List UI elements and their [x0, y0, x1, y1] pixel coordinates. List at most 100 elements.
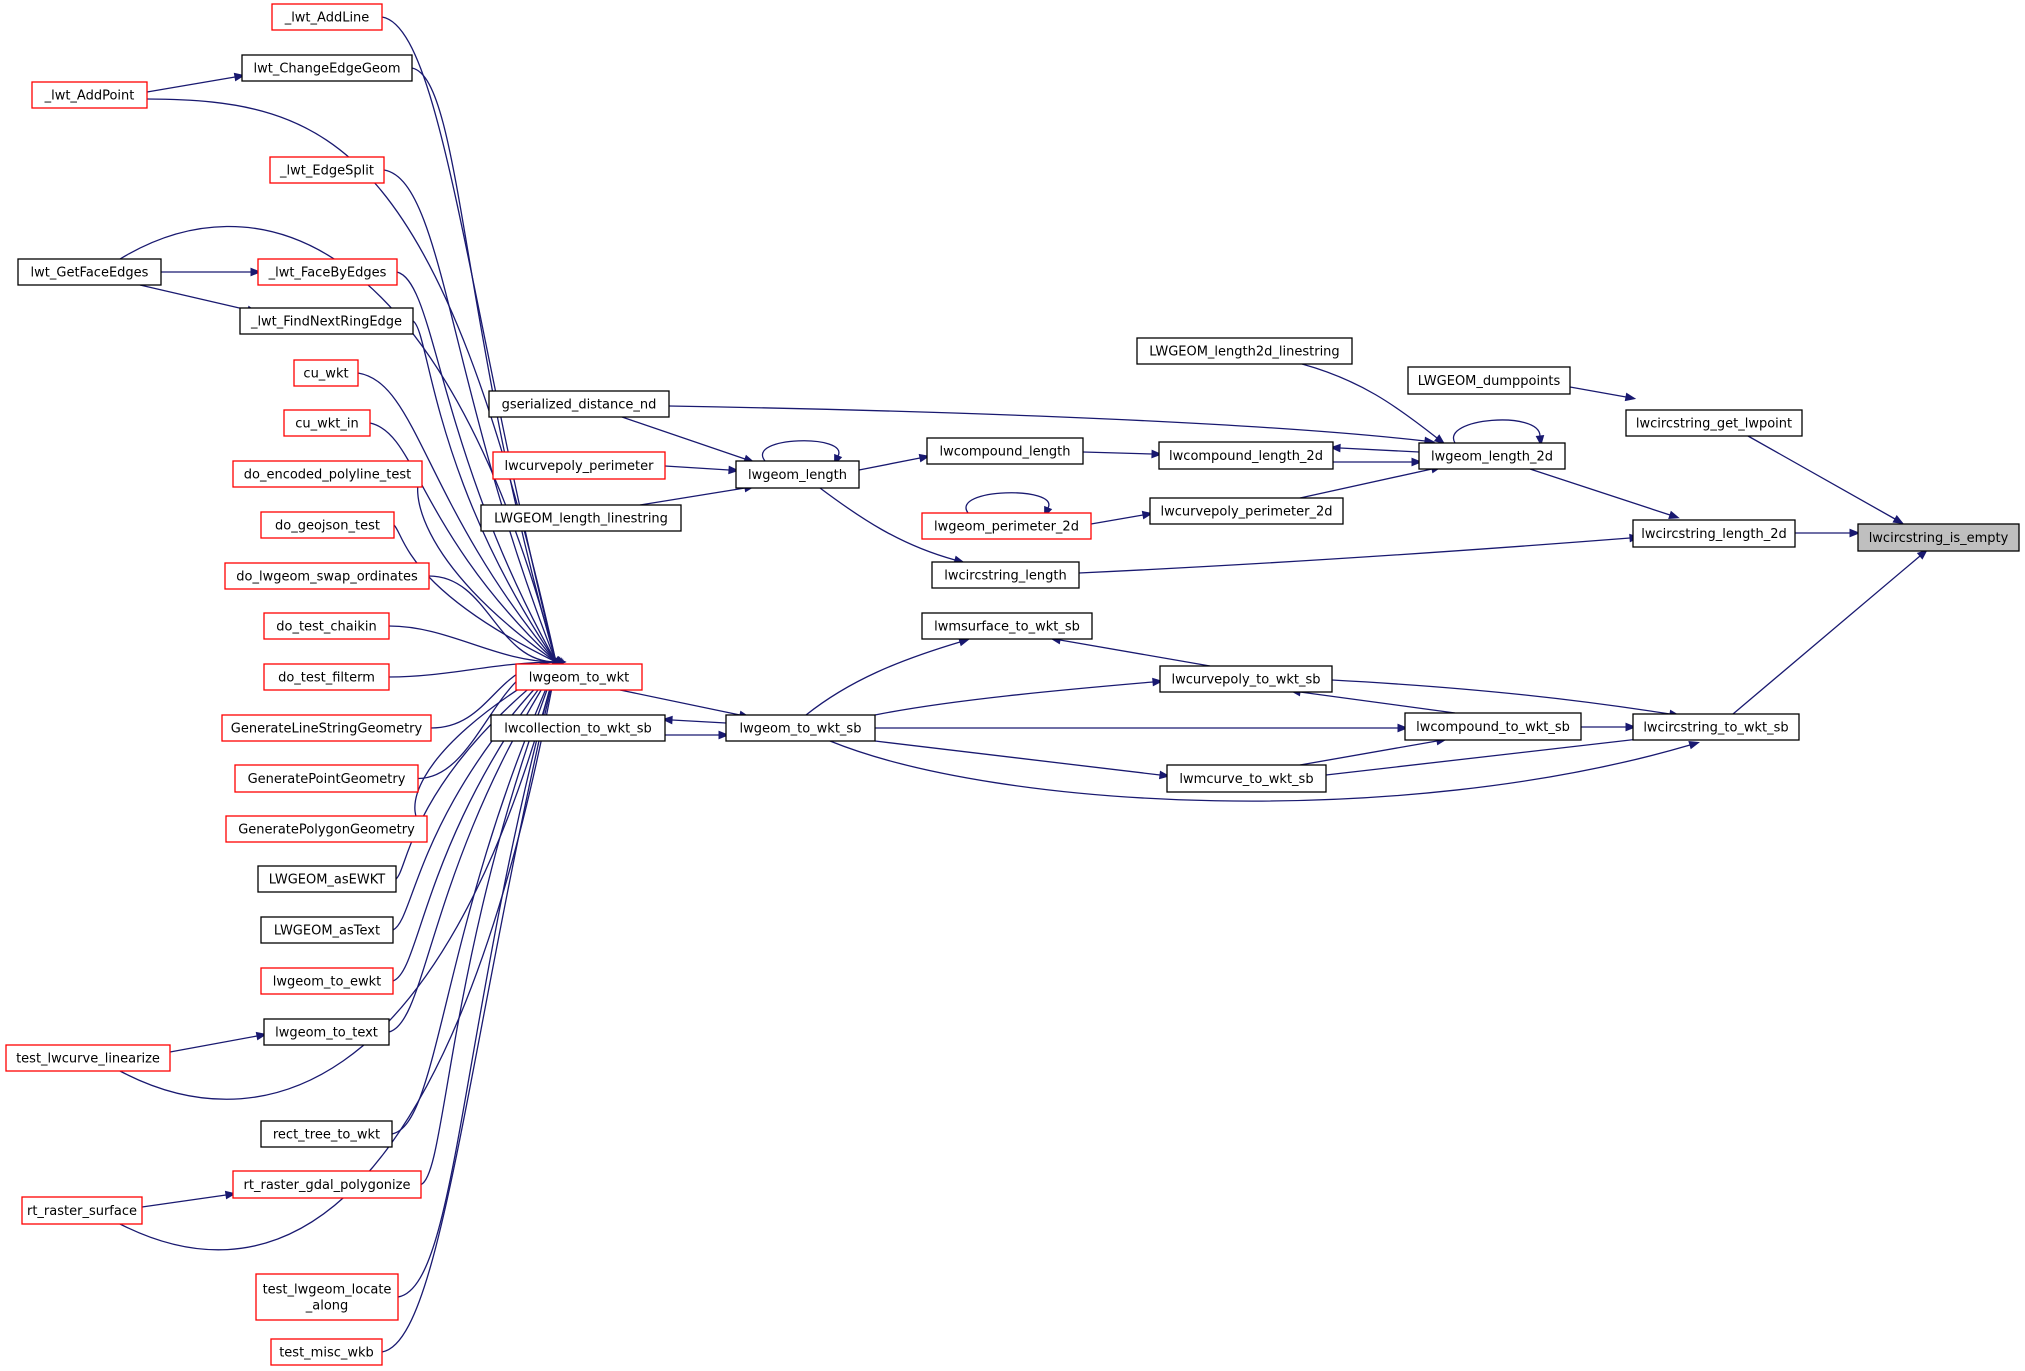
- edge-line: [1299, 468, 1433, 499]
- edge-n_curvepoly_wkt-to-n_msurface: [1049, 635, 1211, 667]
- node-box: [234, 764, 419, 793]
- node-label: LWGEOM_length2d_linestring: [1149, 345, 1339, 360]
- edge-arrowhead: [1916, 549, 1928, 560]
- edge-c_locate-to-n_geom_wkt: [397, 656, 561, 1298]
- node-label: rect_tree_to_wkt: [273, 1128, 380, 1143]
- edge-line: [412, 320, 557, 663]
- edge-line: [141, 1194, 227, 1208]
- node-c_linearize[interactable]: test_lwcurve_linearize: [5, 1044, 171, 1072]
- node-c_geojson[interactable]: do_geojson_test: [260, 511, 395, 539]
- edge-arrowhead: [1535, 435, 1545, 447]
- edge-c_miscwkb-to-n_geom_wkt: [381, 655, 561, 1353]
- node-c_polygonize[interactable]: rt_raster_gdal_polygonize: [232, 1170, 422, 1199]
- node-n_circ_to_wkt_sb[interactable]: lwcircstring_to_wkt_sb: [1632, 713, 1800, 741]
- node-c_asewkt[interactable]: LWGEOM_asEWKT: [257, 865, 397, 893]
- node-c_astext[interactable]: LWGEOM_asText: [260, 916, 394, 944]
- edge-n_curvepoly_perim_2d-to-n_lwgeom_length_2d: [1299, 464, 1443, 499]
- node-c_getfaceedges[interactable]: lwt_GetFaceEdges: [17, 258, 162, 286]
- node-label: lwmsurface_to_wkt_sb: [934, 620, 1080, 635]
- node-n_dumppoints[interactable]: LWGEOM_dumppoints: [1407, 366, 1571, 395]
- node-label: lwgeom_perimeter_2d: [934, 520, 1079, 535]
- node-label: lwt_ChangeEdgeGeom: [253, 62, 400, 77]
- node-c_swap[interactable]: do_lwgeom_swap_ordinates: [224, 562, 430, 590]
- node-n_geom_wkt[interactable]: lwgeom_to_wkt: [515, 663, 643, 691]
- node-box: [735, 460, 860, 489]
- node-label: lwgeom_to_ewkt: [273, 975, 381, 990]
- edge-n_geom_wkt_sb-to-n_circ_to_wkt_sb: [829, 740, 1700, 802]
- node-n_perim_2d[interactable]: lwgeom_perimeter_2d: [921, 512, 1092, 540]
- node-box: [257, 258, 398, 286]
- edge-line: [1078, 537, 1631, 574]
- node-n_compound_wkt[interactable]: lwcompound_to_wkt_sb: [1404, 712, 1582, 741]
- node-box: [232, 1170, 422, 1199]
- node-n_gser_dist[interactable]: gserialized_distance_nd: [488, 390, 670, 418]
- edge-n_geom_wkt-to-n_geom_wkt_sb: [619, 689, 751, 720]
- node-c_addline[interactable]: _lwt_AddLine: [271, 3, 383, 31]
- node-box: [515, 663, 643, 691]
- node-label: GeneratePolygonGeometry: [238, 823, 415, 838]
- node-label: _lwt_AddPoint: [44, 89, 135, 104]
- node-c_filterm[interactable]: do_test_filterm: [263, 663, 390, 691]
- edge-arrowhead: [1849, 528, 1861, 538]
- node-label: lwcircstring_get_lwpoint: [1636, 417, 1792, 432]
- node-n_circ_length[interactable]: lwcircstring_length: [931, 561, 1080, 589]
- edge-line: [369, 422, 557, 663]
- node-n_mcurve_wkt[interactable]: lwmcurve_to_wkt_sb: [1166, 764, 1327, 793]
- node-c_genpt[interactable]: GeneratePointGeometry: [234, 764, 419, 793]
- node-n_length2d_ls[interactable]: LWGEOM_length2d_linestring: [1136, 337, 1353, 365]
- node-c_chaikin[interactable]: do_test_chaikin: [263, 612, 390, 640]
- node-c_cuwktin[interactable]: cu_wkt_in: [283, 409, 371, 437]
- edge-arrowhead: [1688, 740, 1700, 750]
- node-c_facebyedges[interactable]: _lwt_FaceByEdges: [257, 258, 398, 286]
- node-c_toewkt[interactable]: lwgeom_to_ewkt: [260, 967, 394, 995]
- node-c_genls[interactable]: GenerateLineStringGeometry: [221, 714, 432, 742]
- node-box: [5, 1044, 171, 1072]
- node-n_circ_length_2d[interactable]: lwcircstring_length_2d: [1632, 519, 1796, 548]
- node-label: _lwt_FaceByEdges: [268, 266, 387, 281]
- node-c_miscwkb[interactable]: test_misc_wkb: [270, 1338, 383, 1366]
- node-n_curvepoly_perim[interactable]: lwcurvepoly_perimeter: [492, 451, 666, 480]
- node-label: lwcurvepoly_perimeter: [505, 459, 655, 474]
- node-n_curvepoly_wkt[interactable]: lwcurvepoly_to_wkt_sb: [1159, 665, 1333, 693]
- node-label: lwcircstring_length_2d: [1641, 527, 1787, 542]
- node-c_locate[interactable]: test_lwgeom_locate_along: [255, 1273, 399, 1321]
- edge-line: [829, 740, 1691, 802]
- node-c_cuwkt[interactable]: cu_wkt: [293, 359, 359, 387]
- node-box: [260, 1120, 393, 1148]
- edge-arrowhead: [661, 715, 673, 725]
- node-n_curvepoly_perim_2d[interactable]: lwcurvepoly_perimeter_2d: [1149, 497, 1344, 525]
- node-box: [263, 663, 390, 691]
- node-c_findnext[interactable]: _lwt_FindNextRingEdge: [239, 307, 414, 335]
- edge-n_geom_wkt_sb-to-n_coll_wkt: [661, 715, 727, 725]
- node-label: GeneratePointGeometry: [248, 772, 406, 787]
- node-n_coll_wkt[interactable]: lwcollection_to_wkt_sb: [490, 714, 666, 742]
- node-n_get_lwpoint[interactable]: lwcircstring_get_lwpoint: [1625, 409, 1803, 437]
- node-c_addpoint[interactable]: _lwt_AddPoint: [31, 81, 148, 109]
- node-c_genpoly[interactable]: GeneratePolygonGeometry: [225, 815, 428, 843]
- node-c_recttree[interactable]: rect_tree_to_wkt: [260, 1120, 393, 1148]
- node-box: [263, 1018, 390, 1046]
- node-n_compound_length_2d[interactable]: lwcompound_length_2d: [1158, 441, 1334, 470]
- node-c_encpoly[interactable]: do_encoded_polyline_test: [232, 460, 423, 488]
- node-c_totext[interactable]: lwgeom_to_text: [263, 1018, 390, 1046]
- node-label: cu_wkt: [303, 367, 348, 382]
- edge-line: [874, 740, 1161, 776]
- node-n_geom_wkt_sb[interactable]: lwgeom_to_wkt_sb: [725, 714, 876, 742]
- node-n_is_empty[interactable]: lwcircstring_is_empty: [1857, 523, 2020, 552]
- node-n_lwgeom_length[interactable]: lwgeom_length: [735, 460, 860, 489]
- node-n_lwgeom_length_2d[interactable]: lwgeom_length_2d: [1418, 442, 1566, 470]
- node-c_changeedge[interactable]: lwt_ChangeEdgeGeom: [241, 54, 413, 82]
- node-n_compound_length[interactable]: lwcompound_length: [926, 437, 1084, 465]
- node-c_edgesplit[interactable]: _lwt_EdgeSplit: [269, 156, 385, 184]
- node-c_rsurface[interactable]: rt_raster_surface: [21, 1196, 143, 1225]
- edge-n_curvepoly_perim-to-n_lwgeom_length: [664, 465, 740, 475]
- node-label: test_lwcurve_linearize: [16, 1052, 160, 1067]
- node-label: lwcircstring_is_empty: [1869, 531, 2009, 546]
- node-n_msurface[interactable]: lwmsurface_to_wkt_sb: [921, 612, 1093, 640]
- node-n_length_ls[interactable]: LWGEOM_length_linestring: [480, 504, 682, 532]
- edge-arrowhead: [1158, 770, 1171, 780]
- node-label: _lwt_EdgeSplit: [279, 164, 374, 179]
- edge-arrowhead: [1152, 677, 1164, 687]
- edge-line: [391, 665, 557, 1135]
